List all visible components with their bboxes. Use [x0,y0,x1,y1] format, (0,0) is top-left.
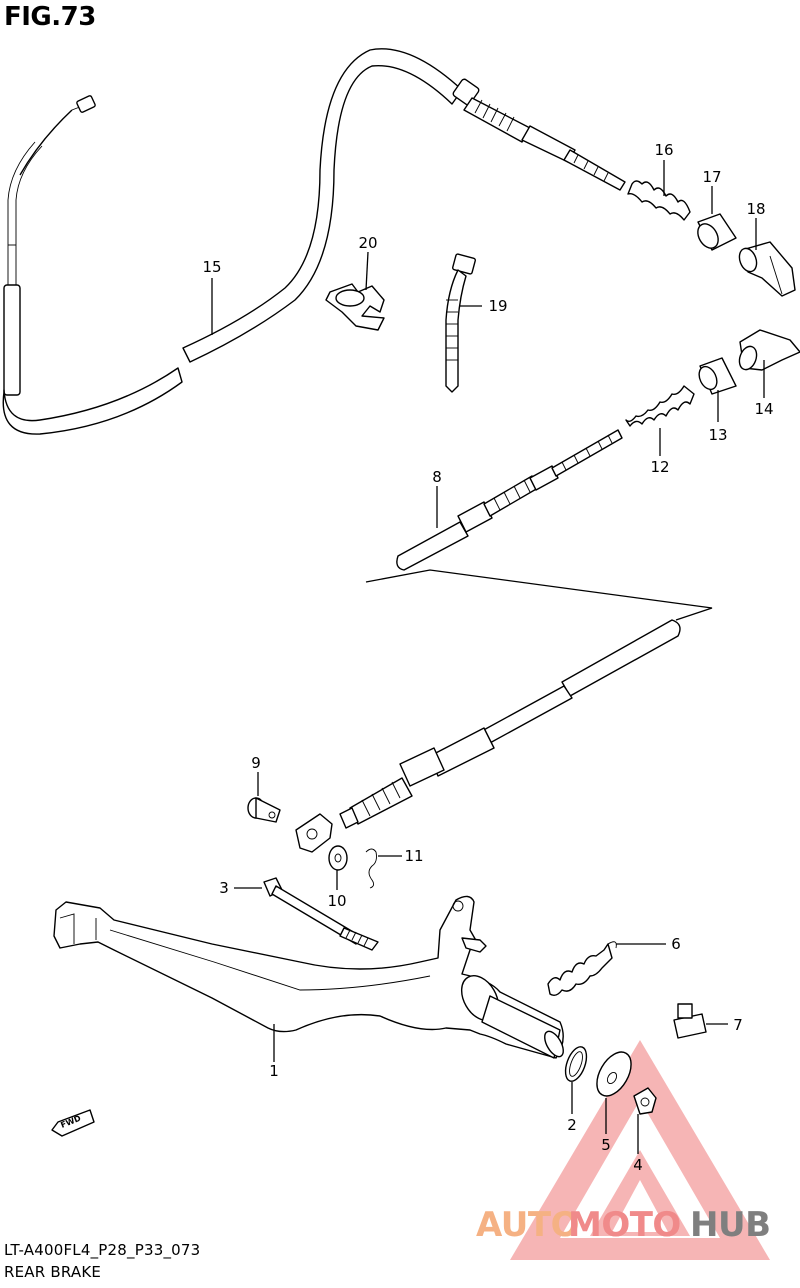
callout-12: 12 [650,458,669,476]
callout-8: 8 [432,468,442,486]
part-13-sleeve [698,357,737,395]
part-5-washer [596,1051,632,1097]
part-4-nut [633,1087,657,1115]
part-15-cable [2,48,626,435]
callout-1: 1 [269,1062,279,1080]
watermark-moto: MOTO [568,1205,681,1245]
callout-17: 17 [702,168,721,186]
part-7-cap [673,1003,707,1039]
part-9-pin [247,797,281,823]
watermark-hub: HUB [690,1205,770,1245]
part-8-cable-lower [295,619,681,853]
callout-11: 11 [404,847,423,865]
callout-6: 6 [671,935,681,953]
callout-15: 15 [202,258,221,276]
callout-labels: 15 16 17 18 20 19 13 14 12 8 9 10 11 3 6… [202,141,773,1174]
part-8-cable [396,429,623,571]
part-2-o-ring [564,1046,588,1082]
figure-title: FIG.73 [4,2,96,32]
watermark-logo-icon [510,1040,770,1260]
callout-13: 13 [708,426,727,444]
part-16-spring [627,180,691,221]
callout-14: 14 [754,400,773,418]
callout-2: 2 [567,1116,577,1134]
callout-10: 10 [327,892,346,910]
leader-lines [211,160,765,1154]
fwd-arrow-icon: FWD [51,1109,95,1137]
callout-5: 5 [601,1136,611,1154]
part-1-brake-pedal [53,895,564,1059]
callout-4: 4 [633,1156,643,1174]
part-11-clip [365,848,377,889]
callout-18: 18 [746,200,765,218]
part-10-washer [328,845,348,871]
watermark-text: AUTO MOTO HUB [476,1205,771,1245]
part-19-cable-tie [445,253,476,393]
figure-code: LT-A400FL4_P28_P33_073 [4,1241,201,1259]
part-14-joint [738,329,800,371]
part-6-spring [547,941,617,997]
figure-name: REAR BRAKE [4,1263,102,1281]
callout-9: 9 [251,754,261,772]
part-3-bolt [263,877,379,951]
part-17-sleeve [697,213,737,251]
part-12-spring [625,385,695,427]
watermark-auto: AUTO [476,1205,579,1245]
callout-16: 16 [654,141,673,159]
callout-3: 3 [219,879,229,897]
part-20-clamp [325,283,385,331]
callout-20: 20 [358,234,377,252]
part-18-joint [738,241,796,297]
cable-break-line [365,569,713,621]
callout-19: 19 [488,297,507,315]
callout-7: 7 [733,1016,743,1034]
